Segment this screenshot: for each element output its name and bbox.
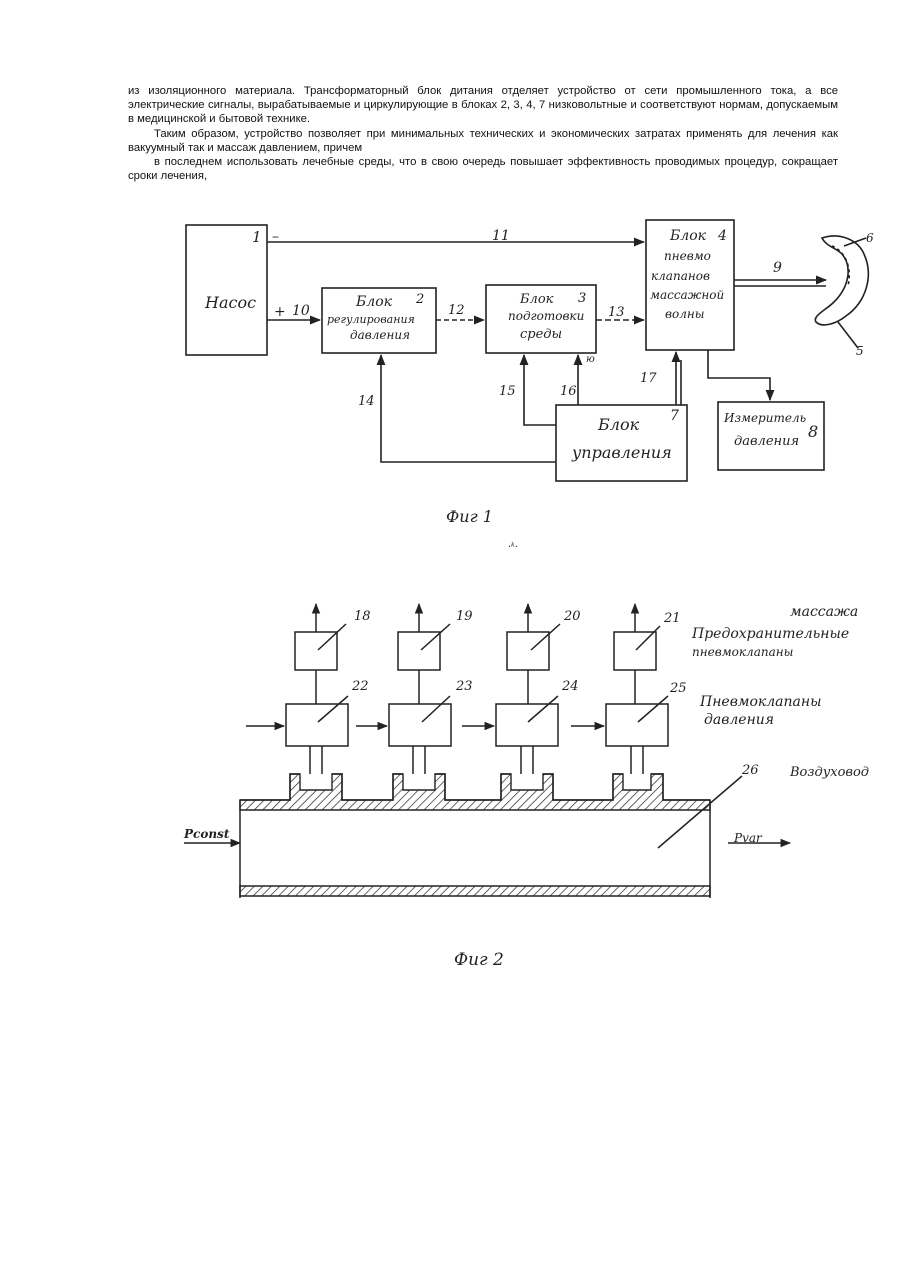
duct-number: 26 — [741, 763, 759, 778]
line-12-label: 12 — [448, 303, 465, 318]
stray-mark: ю — [586, 354, 595, 365]
body-text: из изоляционного материала. Трансформато… — [128, 84, 838, 183]
pressure-valve-22-number: 22 — [351, 679, 369, 694]
paragraph-2: Таким образом, устройство позволяет при … — [128, 127, 838, 155]
line-6-label: 6 — [866, 231, 874, 245]
label-massage: массажа — [790, 604, 858, 620]
label-air-duct: Воздуховод — [789, 765, 869, 780]
valves-line-4: массажной — [650, 288, 724, 302]
preparation-number: 3 — [578, 291, 586, 306]
valves-number: 4 — [717, 228, 727, 244]
pump-label: Насос — [204, 293, 256, 312]
regulator-line-3: давления — [350, 328, 410, 342]
meter-number: 8 — [808, 422, 818, 441]
safety-valve-20 — [507, 632, 549, 670]
line-9-label: 9 — [773, 260, 782, 276]
line-11-label: 11 — [492, 228, 510, 244]
line-16-label: 16 — [560, 384, 577, 399]
regulator-line-2: регулирования — [327, 313, 415, 326]
air-duct — [240, 774, 710, 898]
pressure-valve-25-number: 25 — [669, 681, 687, 696]
control-line-1: Блок — [597, 415, 640, 434]
pressure-valve-23 — [389, 704, 451, 746]
valves-line-3: клапанов — [651, 269, 710, 283]
pressure-valve-22 — [286, 704, 348, 746]
paragraph-3: в последнем использовать лечебные среды,… — [128, 155, 838, 183]
figure-1-caption: Фиг 1 — [446, 507, 493, 526]
preparation-line-3: среды — [520, 327, 562, 342]
line-15-label: 15 — [499, 384, 516, 399]
label-safety-valves-1: Предохранительные — [691, 626, 849, 642]
line-5-label: 5 — [856, 344, 864, 358]
valves-line-5: волны — [665, 307, 705, 321]
pressure-valve-25 — [606, 704, 668, 746]
line-plus-label: + — [274, 304, 286, 320]
label-safety-valves-2: пневмоклапаны — [692, 645, 793, 659]
label-pressure-valves-2: давления — [704, 712, 774, 728]
safety-valve-18-number: 18 — [354, 609, 371, 624]
figure-2-caption: Фиг 2 — [454, 950, 504, 970]
line-10-label: 10 — [292, 303, 310, 319]
valves-line-1: Блок — [669, 228, 707, 244]
regulator-number: 2 — [415, 292, 424, 307]
label-p-const: Pconst — [183, 827, 230, 841]
label-p-var: Pvar — [733, 831, 763, 845]
figure-1-stray-mark: ·ᵏ· — [508, 542, 518, 553]
safety-valve-19-number: 19 — [456, 609, 473, 624]
safety-valve-21-number: 21 — [663, 611, 681, 626]
safety-valve-20-number: 20 — [563, 609, 581, 624]
preparation-line-2: подготовки — [508, 309, 584, 323]
control-line-2: управления — [571, 443, 672, 462]
control-number: 7 — [670, 408, 679, 424]
pressure-valve-24 — [496, 704, 558, 746]
line-14-label: 14 — [358, 394, 375, 409]
valves-line-2: пневмо — [664, 249, 711, 263]
line-13-label: 13 — [608, 305, 625, 320]
paragraph-1: из изоляционного материала. Трансформато… — [128, 84, 838, 127]
pressure-valve-24-number: 24 — [561, 679, 579, 694]
meter-line-1: Измеритель — [723, 411, 806, 425]
line-17-label: 17 — [640, 371, 657, 386]
meter-line-2: давления — [734, 434, 799, 449]
figure-2-valve-diagram: 18 19 20 21 22 23 24 25 26 массажа Предо… — [0, 580, 901, 980]
pump-number: 1 — [252, 228, 262, 246]
preparation-line-1: Блок — [519, 292, 554, 307]
safety-valve-21 — [614, 632, 656, 670]
line-minus-label: – — [272, 229, 279, 245]
label-pressure-valves-1: Пневмоклапаны — [699, 694, 822, 710]
figure-1-block-diagram: Насос 1 Блок регулирования давления 2 Бл… — [0, 210, 901, 560]
regulator-line-1: Блок — [355, 294, 393, 310]
pressure-valve-23-number: 23 — [455, 679, 473, 694]
